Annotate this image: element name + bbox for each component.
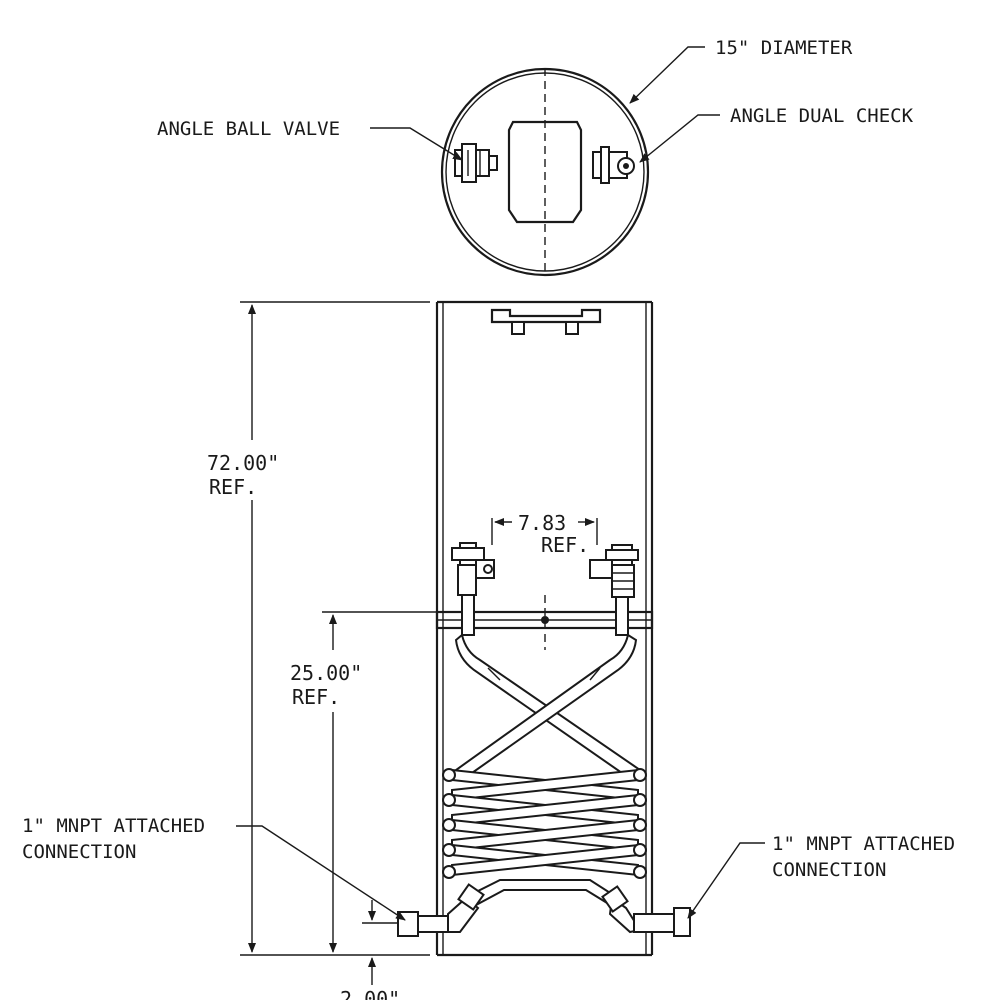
spacing-ref: REF. [541,533,589,557]
bottom-offset-value: 2.00" [340,987,400,1000]
coil-height-ref: REF. [292,685,340,709]
dual-check-label: ANGLE DUAL CHECK [730,105,914,127]
heat-exchanger-coil [442,768,647,908]
right-connection-leader [687,842,765,919]
spacing-value: 7.83 [518,511,566,535]
right-connection-label-1: 1" MNPT ATTACHED [772,833,955,855]
side-view: 72.00" REF. 25.00" REF. 7.83 REF. 2.00" … [22,300,955,1000]
angle-dual-check-symbol [592,146,635,184]
dual-check-leader [639,114,720,163]
diameter-label: 15" DIAMETER [715,37,853,59]
height-value: 72.00" [207,451,279,475]
right-valve-assembly [589,544,639,636]
left-connection-label-1: 1" MNPT ATTACHED [22,815,205,837]
ball-valve-label: ANGLE BALL VALVE [157,118,340,140]
diameter-leader [629,46,705,104]
right-connection-label-2: CONNECTION [772,859,886,881]
left-valve-assembly [451,542,495,636]
left-bottom-connection [397,883,485,937]
right-bottom-connection [601,885,691,937]
access-opening [507,120,583,224]
crossing-pipes [454,633,642,782]
left-connection-leader [236,825,406,921]
coil-height-value: 25.00" [290,661,362,685]
left-connection-label-2: CONNECTION [22,841,136,863]
ball-valve-leader [370,127,463,161]
height-ref: REF. [209,475,257,499]
angle-ball-valve-symbol [454,143,498,183]
lid-handle [490,308,602,335]
top-view: 15" DIAMETER ANGLE BALL VALVE ANGLE DUAL… [157,37,914,277]
